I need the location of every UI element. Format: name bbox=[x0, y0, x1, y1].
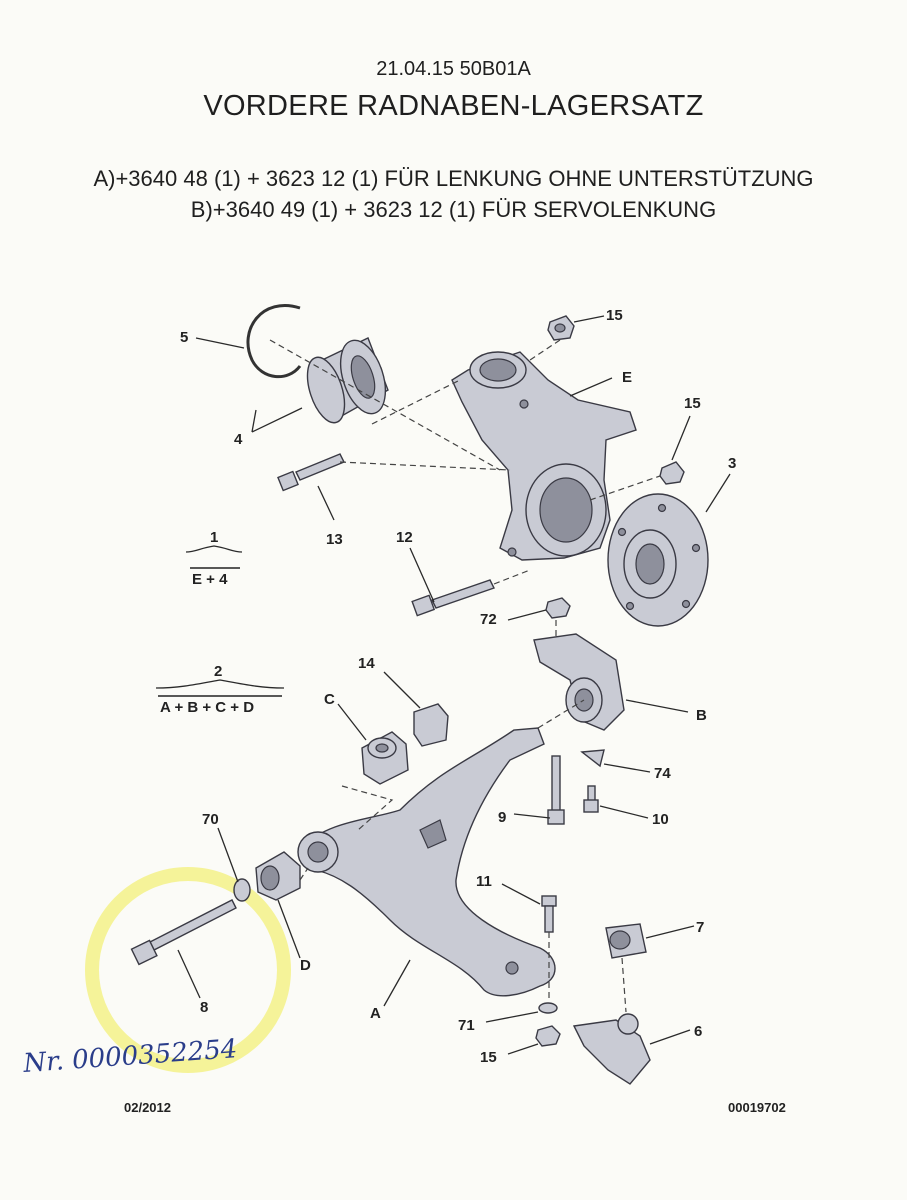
callout-3: 3 bbox=[728, 455, 736, 472]
callout-6: 6 bbox=[694, 1023, 702, 1040]
handwritten-number: Nr. 0000352254 bbox=[21, 1034, 238, 1079]
kit1-number: 1 bbox=[210, 529, 218, 546]
callout-71: 71 bbox=[458, 1017, 475, 1034]
rubber-stop-part-14 bbox=[413, 703, 449, 747]
callout-14: 14 bbox=[358, 655, 375, 672]
footer-date: 02/2012 bbox=[124, 1100, 171, 1115]
bolt-part-10 bbox=[583, 785, 599, 813]
diagram-code: 21.04.15 50B01A bbox=[376, 58, 531, 80]
kit2-contents: A + B + C + D bbox=[160, 699, 254, 716]
callout-5: 5 bbox=[180, 329, 188, 346]
bolt-part-12 bbox=[411, 579, 495, 617]
kit1-contents: E + 4 bbox=[192, 571, 228, 588]
hub-carrier-part bbox=[451, 351, 637, 561]
control-arm-part bbox=[297, 727, 556, 997]
callout-70: 70 bbox=[202, 811, 219, 828]
kit2-brace bbox=[155, 679, 285, 689]
page-title: VORDERE RADNABEN-LAGERSATZ bbox=[203, 90, 704, 122]
washer-part-74 bbox=[580, 749, 605, 768]
nut-part-15-top bbox=[547, 315, 575, 341]
screw-part-11 bbox=[541, 895, 557, 933]
callout-72: 72 bbox=[480, 611, 497, 628]
kit2-number: 2 bbox=[214, 663, 222, 680]
footer-drawing-number: 00019702 bbox=[728, 1100, 786, 1115]
callout-13: 13 bbox=[326, 531, 343, 548]
nut-part-15-right bbox=[659, 461, 685, 485]
kit1-brace bbox=[185, 545, 243, 553]
front-bush-part-c bbox=[361, 731, 409, 785]
bolt-part-8 bbox=[130, 899, 237, 966]
washer-part-71 bbox=[538, 1002, 558, 1014]
callout-4: 4 bbox=[234, 431, 243, 448]
stabilizer-bush-part-7 bbox=[605, 923, 647, 959]
callout-12: 12 bbox=[396, 529, 413, 546]
nut-part-72 bbox=[545, 597, 571, 619]
wheel-hub-part bbox=[607, 493, 709, 627]
callout-15-top: 15 bbox=[606, 307, 623, 324]
nut-part-15-bottom bbox=[535, 1025, 561, 1047]
circlip-part bbox=[246, 304, 302, 379]
front-bush-part-d bbox=[255, 851, 301, 901]
ball-joint-part bbox=[572, 1013, 651, 1085]
bolt-part-9 bbox=[547, 755, 565, 825]
callout-e: E bbox=[622, 369, 632, 386]
wheel-bearing-part bbox=[306, 337, 389, 424]
bolt-part-13 bbox=[277, 453, 345, 492]
callout-15-bottom: 15 bbox=[480, 1049, 497, 1066]
rear-bushing-bracket-part bbox=[533, 633, 625, 731]
callout-10: 10 bbox=[652, 811, 669, 828]
callout-b: B bbox=[696, 707, 707, 724]
callout-7: 7 bbox=[696, 919, 704, 936]
variant-b-line: B)+3640 49 (1) + 3623 12 (1) FÜR SERVOLE… bbox=[190, 197, 717, 222]
highlight-circle bbox=[85, 867, 291, 1073]
washer-part-70 bbox=[233, 878, 251, 902]
callout-c: C bbox=[324, 691, 335, 708]
callout-11: 11 bbox=[476, 873, 492, 890]
callout-15-right: 15 bbox=[684, 395, 701, 412]
callout-8: 8 bbox=[200, 999, 208, 1016]
callout-9: 9 bbox=[498, 809, 506, 826]
callout-74: 74 bbox=[654, 765, 671, 782]
variant-a-line: A)+3640 48 (1) + 3623 12 (1) FÜR LENKUNG… bbox=[93, 166, 814, 191]
callout-d: D bbox=[300, 957, 311, 974]
callout-a: A bbox=[370, 1005, 381, 1022]
